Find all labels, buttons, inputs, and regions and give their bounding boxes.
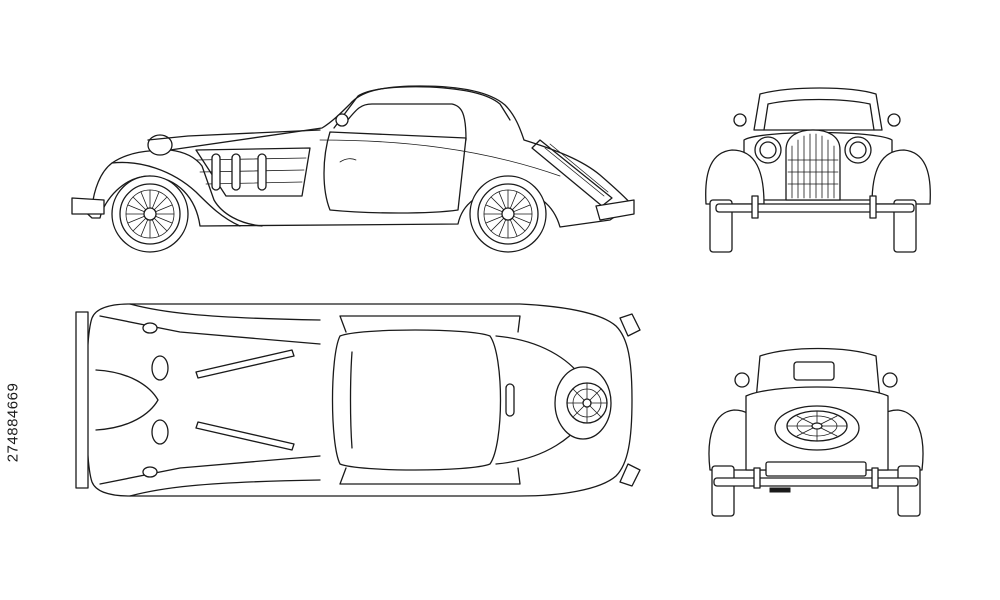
hood-vents <box>195 147 311 197</box>
top-spare-wheel <box>554 366 612 440</box>
rear-spare-wheel <box>774 405 860 451</box>
side-front-wheel <box>111 175 189 253</box>
side-view <box>71 85 635 253</box>
front-view <box>705 87 931 253</box>
rear-view <box>708 347 924 517</box>
stock-id-label: 274884669 <box>2 300 24 545</box>
side-rear-wheel <box>469 175 547 253</box>
stock-id-text: 274884669 <box>4 382 22 463</box>
front-grille <box>785 129 841 201</box>
top-view <box>75 303 641 497</box>
